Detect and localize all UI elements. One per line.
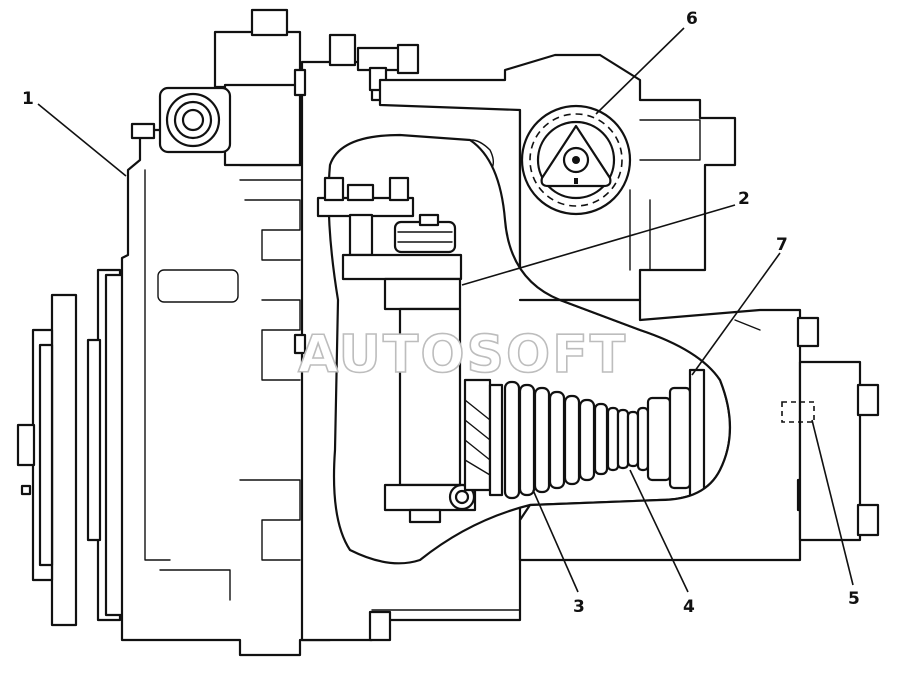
callout-7: 7 <box>776 235 788 255</box>
springs <box>463 368 706 502</box>
callout-3: 3 <box>573 597 585 617</box>
watermark-text: AUTOSOFT <box>298 325 627 385</box>
callout-4: 4 <box>683 597 695 617</box>
lower-right-housing <box>371 298 880 611</box>
top-fitting <box>130 8 302 167</box>
callout-1: 1 <box>22 89 34 109</box>
callout-6: 6 <box>686 9 698 29</box>
callout-2: 2 <box>738 189 750 209</box>
callout-5: 5 <box>848 589 860 609</box>
drive-flange <box>16 268 128 627</box>
cover-item-6 <box>520 104 632 216</box>
main-housing <box>120 128 332 657</box>
leader-lines <box>37 27 854 593</box>
